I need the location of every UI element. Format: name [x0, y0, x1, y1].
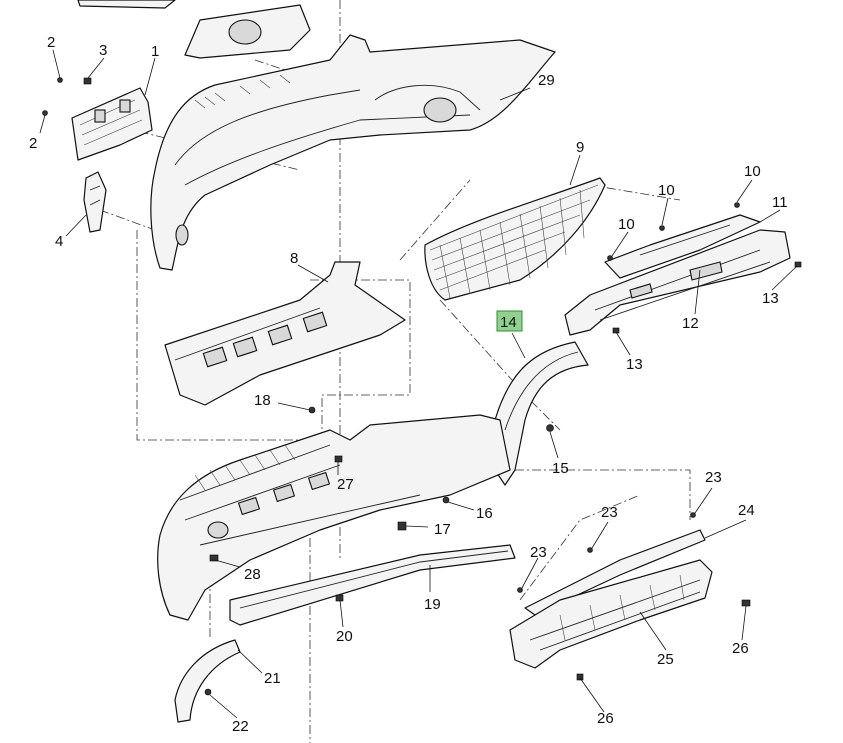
- callouts: 1 2 2 3 4 8 9 10 10 10 11 12 13 13 14 15…: [29, 34, 788, 735]
- callout-2[interactable]: 2: [29, 135, 37, 152]
- callout-17[interactable]: 17: [434, 521, 451, 538]
- part-9-grille: [424, 177, 606, 301]
- fog-bezel-upper: [77, 0, 311, 59]
- part-14-molding: [494, 341, 589, 486]
- part-29-upper-fascia: [150, 34, 556, 271]
- part-19-trim: [229, 544, 516, 626]
- callout-14-highlight: [496, 310, 523, 332]
- part-8-shield: [164, 261, 406, 406]
- callout-28[interactable]: 28: [244, 566, 261, 583]
- callout-24[interactable]: 24: [738, 502, 755, 519]
- callout-21[interactable]: 21: [264, 670, 281, 687]
- leader-lines: [39, 49, 798, 719]
- callout-18[interactable]: 18: [254, 392, 271, 409]
- callout-23[interactable]: 23: [601, 504, 618, 521]
- callout-16[interactable]: 16: [476, 505, 493, 522]
- small-fasteners-right: [607, 202, 802, 334]
- callout-10[interactable]: 10: [618, 216, 635, 233]
- callout-14[interactable]: 14: [500, 314, 517, 331]
- part-21-deflector: [174, 639, 241, 723]
- fastener-3: [83, 77, 92, 85]
- callout-1[interactable]: 1: [151, 43, 159, 60]
- callout-27[interactable]: 27: [337, 476, 354, 493]
- callout-12[interactable]: 12: [682, 315, 699, 332]
- callout-11[interactable]: 11: [772, 194, 788, 211]
- callout-26[interactable]: 26: [732, 640, 749, 657]
- callout-23[interactable]: 23: [530, 544, 547, 561]
- part-1-bracket: [71, 87, 153, 161]
- callout-23[interactable]: 23: [705, 469, 722, 486]
- callout-15[interactable]: 15: [552, 460, 569, 477]
- callout-10[interactable]: 10: [658, 182, 675, 199]
- callout-25[interactable]: 25: [657, 651, 674, 668]
- part-25-support: [509, 559, 713, 669]
- callout-4[interactable]: 4: [55, 233, 63, 250]
- callout-29[interactable]: 29: [538, 72, 555, 89]
- callout-26[interactable]: 26: [597, 710, 614, 727]
- callout-8[interactable]: 8: [290, 250, 298, 267]
- part-4-clip: [83, 171, 107, 233]
- callout-13[interactable]: 13: [762, 290, 779, 307]
- callout-3[interactable]: 3: [99, 42, 107, 59]
- fastener-2a: [57, 77, 63, 83]
- callout-13[interactable]: 13: [626, 356, 643, 373]
- callout-9[interactable]: 9: [576, 139, 584, 156]
- callout-10[interactable]: 10: [744, 163, 761, 180]
- callout-19[interactable]: 19: [424, 596, 441, 613]
- callout-2[interactable]: 2: [47, 34, 55, 51]
- callout-22[interactable]: 22: [232, 718, 249, 735]
- callout-20[interactable]: 20: [336, 628, 353, 645]
- fastener-2b: [42, 110, 48, 116]
- small-fasteners-lower: [204, 406, 751, 696]
- part-12-impact-bar: [564, 229, 791, 336]
- part-lower-fascia: [157, 414, 511, 621]
